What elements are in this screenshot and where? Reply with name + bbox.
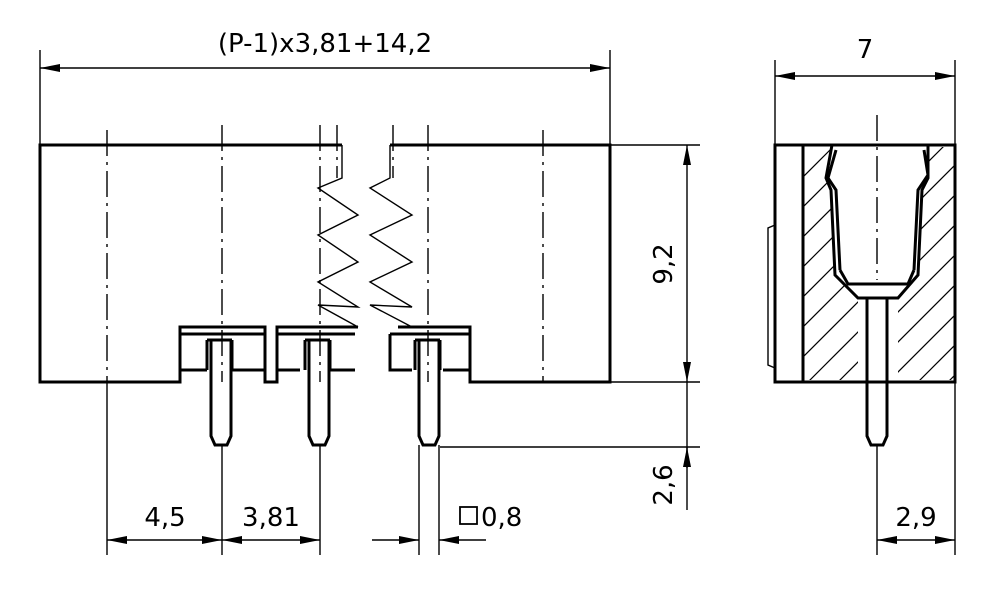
- dim-overall-length-label: (P-1)x3,81+14,2: [218, 29, 432, 59]
- hatch-left: [803, 147, 858, 380]
- hatch-right: [898, 147, 955, 380]
- contact-spring-right: [912, 149, 930, 271]
- pin-3: [413, 338, 442, 447]
- socket-cavity: [824, 144, 930, 300]
- recess-inner: [178, 334, 412, 382]
- housing-right-outline: [390, 143, 612, 384]
- square-symbol-icon: [459, 506, 478, 525]
- break-line-right: [368, 145, 414, 328]
- dim-edge-to-pin-label: 4,5: [144, 503, 185, 533]
- dim-pin-offset-label: 2,9: [895, 503, 936, 533]
- dim-pitch-label: 3,81: [242, 503, 300, 533]
- side-latch: [767, 224, 776, 369]
- pin-1: [205, 338, 234, 447]
- side-pin: [865, 298, 889, 447]
- break-line-left: [316, 145, 361, 328]
- dim-pin-square-label: 0,8: [481, 503, 522, 533]
- pin-2: [303, 338, 332, 447]
- contact-body: [838, 269, 916, 286]
- front-view: (P-1)x3,81+14,2 9,2 2,6 4,5 3,81 0,8: [38, 29, 700, 555]
- side-view: 7 2,9: [767, 35, 957, 555]
- contact-spring-left: [826, 149, 842, 271]
- dim-height-label: 9,2: [649, 243, 679, 284]
- dim-depth-label: 7: [857, 35, 874, 65]
- dim-pin-length-label: 2,6: [649, 464, 679, 505]
